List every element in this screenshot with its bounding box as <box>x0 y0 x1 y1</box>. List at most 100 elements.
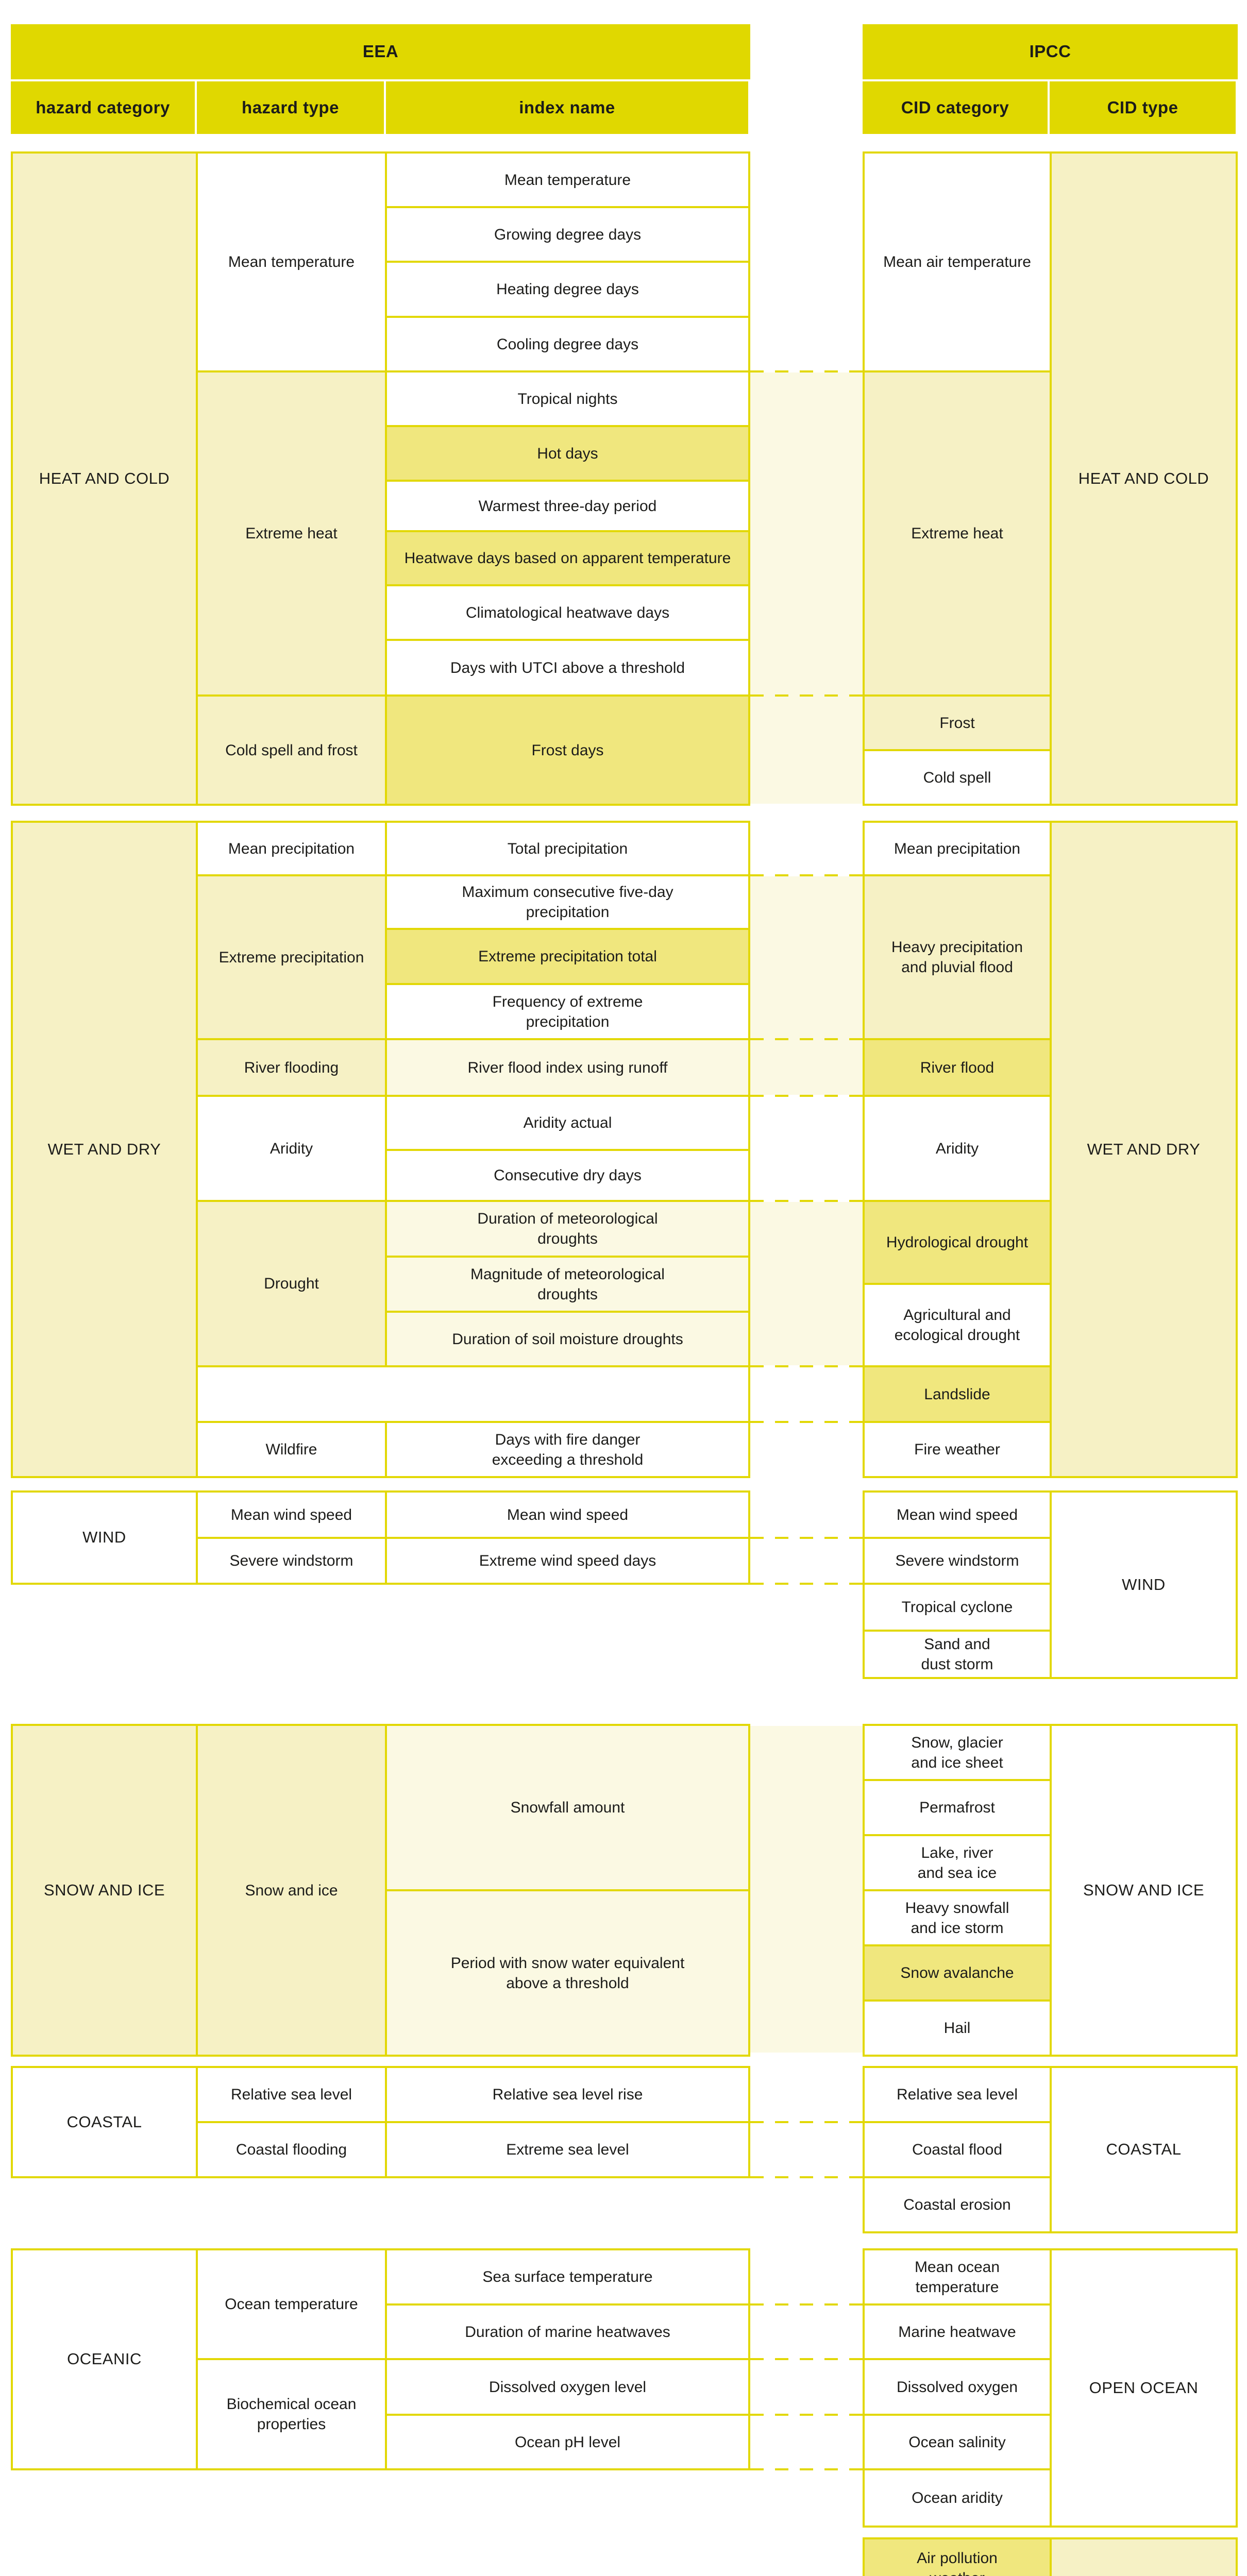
connector-dashed-line <box>750 1583 863 1585</box>
cid-type-cell: WIND <box>1050 1490 1238 1679</box>
index-name-cell: Consecutive dry days <box>385 1149 750 1202</box>
hazard-type-cell: Biochemical ocean properties <box>196 2358 387 2470</box>
cid-category-cell: Aridity <box>863 1095 1052 1202</box>
connector-dashed-line <box>750 1200 863 1202</box>
cid-category-cell: Heavy snowfall and ice storm <box>863 1889 1052 1946</box>
index-name-cell: Relative sea level rise <box>385 2066 750 2123</box>
hazard-type-cell: Cold spell and frost <box>196 694 387 806</box>
hazard-type-cell: Mean precipitation <box>196 821 387 876</box>
hazard-type-cell: Mean wind speed <box>196 1490 387 1539</box>
connector-dashed-line <box>750 2358 863 2360</box>
cid-category-cell: Fire weather <box>863 1421 1052 1478</box>
index-name-cell: Climatological heatwave days <box>385 584 750 641</box>
index-name-cell: Maximum consecutive five-day precipitati… <box>385 874 750 930</box>
cid-category-cell: Dissolved oxygen <box>863 2358 1052 2416</box>
connector-dashed-line <box>750 874 863 876</box>
hazard-type-cell: Extreme precipitation <box>196 874 387 1040</box>
index-name-cell: Frost days <box>385 694 750 806</box>
connector-fill <box>750 1726 863 2053</box>
index-name-cell: Ocean pH level <box>385 2414 750 2470</box>
index-name-cell: Dissolved oxygen level <box>385 2358 750 2416</box>
index-name-cell: Sea surface temperature <box>385 2248 750 2306</box>
cid-category-cell: Ocean aridity <box>863 2468 1052 2528</box>
cid-category-cell: Tropical cyclone <box>863 1583 1052 1632</box>
index-name-cell: Warmest three-day period <box>385 480 750 532</box>
index-name-cell: Mean temperature <box>385 151 750 208</box>
hazard-type-cell: Relative sea level <box>196 2066 387 2123</box>
cid-type-cell: OPEN OCEAN <box>1050 2248 1238 2528</box>
cid-category-cell: Snow, glacier and ice sheet <box>863 1724 1052 1781</box>
connector-dashed-line <box>750 2414 863 2416</box>
index-name-cell: Tropical nights <box>385 370 750 427</box>
hazard-type-cell: Drought <box>196 1200 387 1367</box>
cid-category-cell: Landslide <box>863 1365 1052 1423</box>
cid-category-cell: Hail <box>863 1999 1052 2057</box>
hazard-type-cell: Mean temperature <box>196 151 387 372</box>
connector-fill <box>750 1202 863 1365</box>
cid-type-cell: SNOW AND ICE <box>1050 1724 1238 2057</box>
hazard-category-cell: HEAT AND COLD <box>11 151 198 806</box>
cid-category-cell: Marine heatwave <box>863 2303 1052 2360</box>
connector-dashed-line <box>750 2121 863 2123</box>
cid-category-cell: River flood <box>863 1038 1052 1097</box>
hazard-category-cell: WIND <box>11 1490 198 1585</box>
cid-category-cell: Lake, river and sea ice <box>863 1834 1052 1891</box>
cid-category-cell: Mean air temperature <box>863 151 1052 372</box>
cid-category-cell: Sand and dust storm <box>863 1630 1052 1679</box>
hazard-type-cell: River flooding <box>196 1038 387 1097</box>
cid-category-cell: Frost <box>863 694 1052 751</box>
connector-dashed-line <box>750 2176 863 2178</box>
index-name-cell: Growing degree days <box>385 206 750 263</box>
connector-fill <box>750 876 863 1095</box>
index-name-cell: River flood index using runoff <box>385 1038 750 1097</box>
index-name-cell: Heating degree days <box>385 261 750 318</box>
hazard-category-cell: COASTAL <box>11 2066 198 2178</box>
cid-type-cell: COASTAL <box>1050 2066 1238 2233</box>
connector-dashed-line <box>750 1095 863 1097</box>
connector-dashed-line <box>750 2468 863 2470</box>
cid-category-cell: Coastal flood <box>863 2121 1052 2178</box>
cid-category-cell: Coastal erosion <box>863 2176 1052 2233</box>
cid-category-cell: Extreme heat <box>863 370 1052 697</box>
hazard-type-cell: Extreme heat <box>196 370 387 697</box>
hazard-type-cell: Coastal flooding <box>196 2121 387 2178</box>
connector-dashed-line <box>750 1421 863 1423</box>
ipcc-header: IPCC <box>863 24 1238 79</box>
cid-category-cell: Cold spell <box>863 749 1052 806</box>
index-name-cell: Duration of soil moisture droughts <box>385 1311 750 1367</box>
cid-category-cell: Mean ocean temperature <box>863 2248 1052 2306</box>
index-name-cell: Snowfall amount <box>385 1724 750 1891</box>
index-name-cell: Mean wind speed <box>385 1490 750 1539</box>
col-header-hazard-category: hazard category <box>11 81 195 134</box>
col-header-cid-category: CID category <box>863 81 1048 134</box>
index-name-cell: Duration of meteorological droughts <box>385 1200 750 1258</box>
cid-category-cell: Severe windstorm <box>863 1537 1052 1585</box>
cid-type-cell: OTHER <box>1050 2537 1238 2576</box>
hazard-type-cell: Aridity <box>196 1095 387 1202</box>
cid-category-cell: Mean precipitation <box>863 821 1052 876</box>
cid-category-cell: Mean wind speed <box>863 1490 1052 1539</box>
index-name-cell: Heatwave days based on apparent temperat… <box>385 530 750 586</box>
hazard-category-cell: WET AND DRY <box>11 821 198 1478</box>
hazard-type-cell: Snow and ice <box>196 1724 387 2057</box>
index-name-cell: Magnitude of meteorological droughts <box>385 1256 750 1313</box>
eea-header: EEA <box>11 24 750 79</box>
index-name-cell: Aridity actual <box>385 1095 750 1151</box>
index-name-cell: Period with snow water equivalent above … <box>385 1889 750 2057</box>
hazard-category-cell: SNOW AND ICE <box>11 1724 198 2057</box>
col-header-cid-type: CID type <box>1050 81 1236 134</box>
connector-dashed-line <box>750 694 863 697</box>
cid-category-cell: Relative sea level <box>863 2066 1052 2123</box>
index-name-cell: Extreme sea level <box>385 2121 750 2178</box>
index-name-cell: Frequency of extreme precipitation <box>385 983 750 1040</box>
index-name-cell: Days with fire danger exceeding a thresh… <box>385 1421 750 1478</box>
cid-category-cell: Hydrological drought <box>863 1200 1052 1285</box>
hazard-type-cell: Wildfire <box>196 1421 387 1478</box>
connector-fill <box>750 372 863 804</box>
col-header-hazard-type: hazard type <box>197 81 384 134</box>
cid-category-cell: Permafrost <box>863 1779 1052 1836</box>
cid-category-cell: Agricultural and ecological drought <box>863 1283 1052 1367</box>
hazard-category-cell: OCEANIC <box>11 2248 198 2470</box>
connector-dashed-line <box>750 1038 863 1040</box>
index-name-cell: Duration of marine heatwaves <box>385 2303 750 2360</box>
